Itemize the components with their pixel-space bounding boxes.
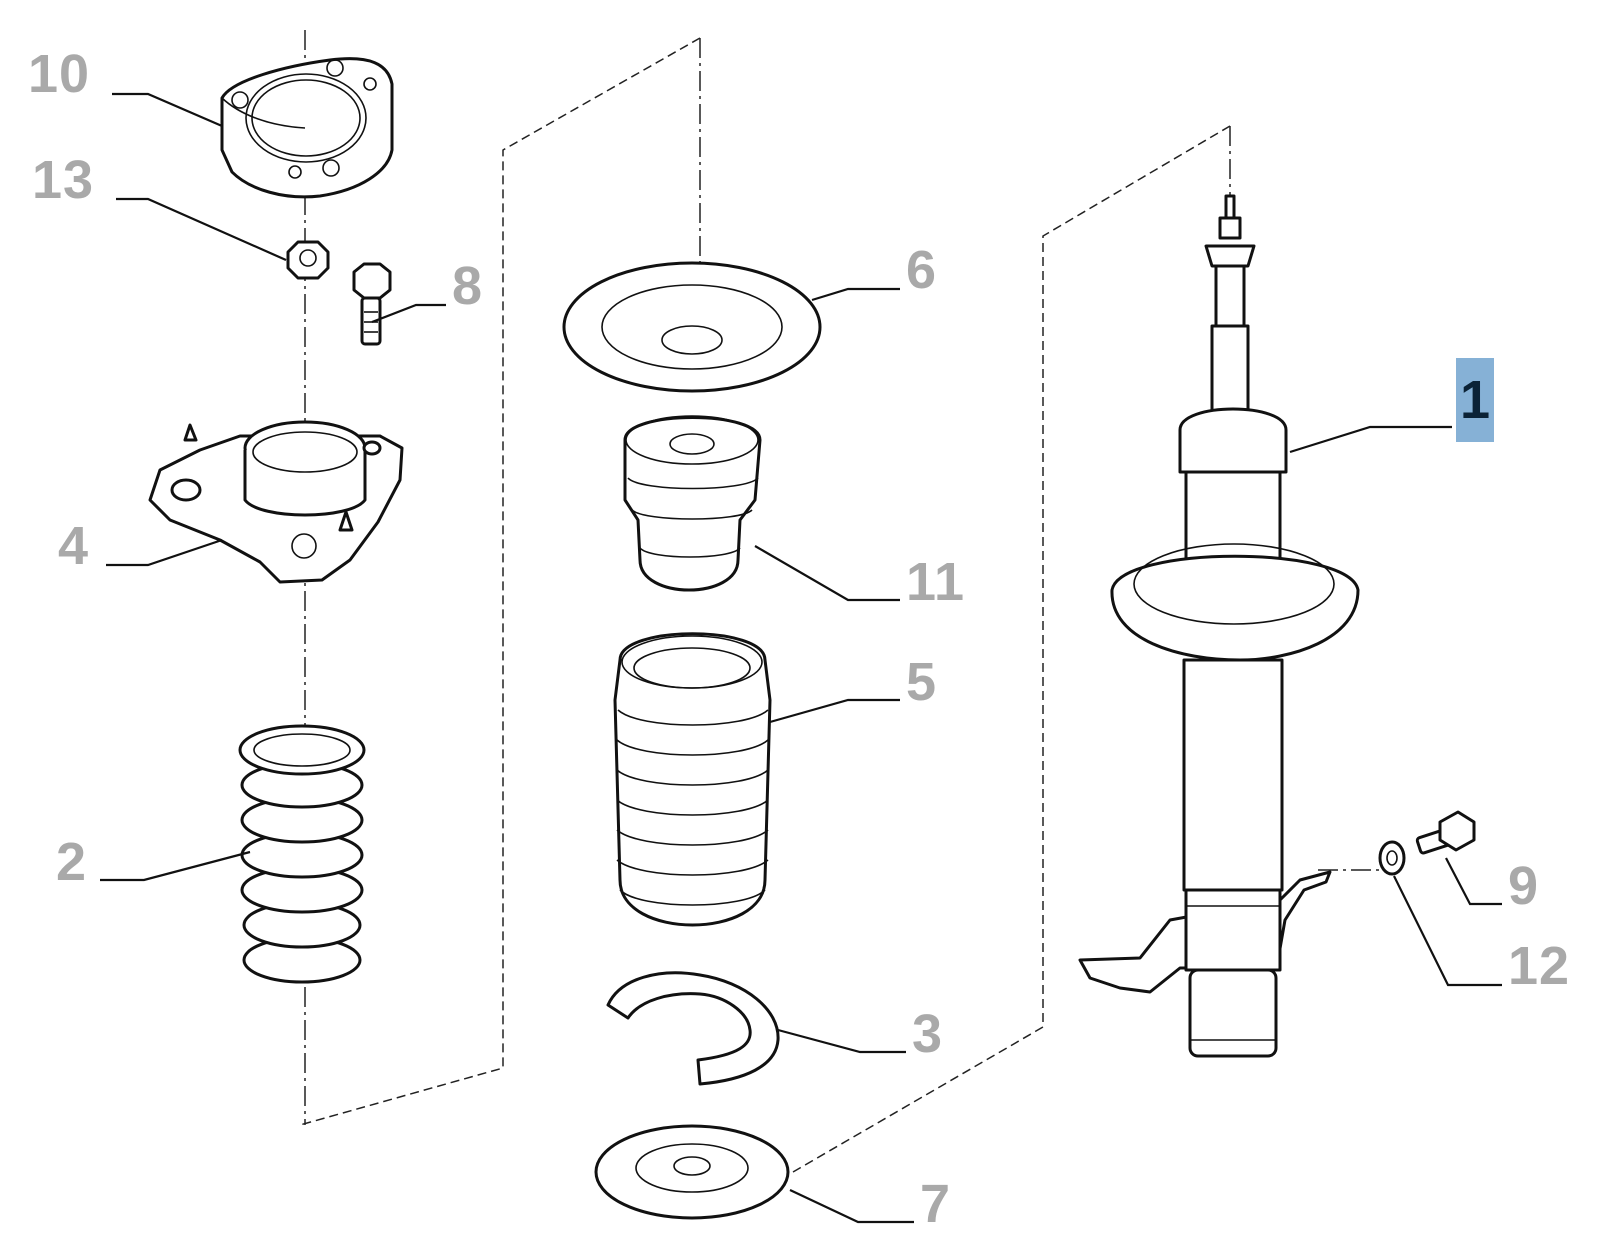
callout-2: 2 [56, 832, 88, 892]
part-7-lower-pad [594, 1124, 790, 1220]
callout-1-highlighted: 1 [1456, 358, 1494, 442]
callout-12: 12 [1508, 936, 1571, 996]
part-3-insulator [606, 971, 780, 1086]
callout-10: 10 [28, 44, 91, 104]
callout-8: 8 [452, 256, 484, 316]
callout-3: 3 [912, 1004, 944, 1064]
part-8-bolt [352, 262, 392, 346]
part-13-nut [286, 240, 330, 280]
part-12-nut [1378, 840, 1406, 876]
part-6-spring-seat [562, 261, 822, 393]
callout-4: 4 [58, 516, 90, 576]
part-4-strut-mount [148, 420, 404, 584]
callout-5: 5 [906, 652, 938, 712]
part-1-strut [1078, 194, 1360, 1058]
leader-lines [100, 92, 1502, 1224]
callout-9: 9 [1508, 856, 1540, 916]
part-2-coil-spring [238, 724, 366, 984]
part-10-top-plate [220, 57, 394, 199]
part-5-dust-boot [613, 632, 772, 927]
callout-11: 11 [906, 552, 966, 612]
callout-7: 7 [920, 1174, 952, 1234]
callout-13: 13 [32, 150, 95, 210]
part-9-bolt [1415, 810, 1476, 855]
part-11-bump-stop [623, 415, 762, 592]
callout-6: 6 [906, 240, 938, 300]
